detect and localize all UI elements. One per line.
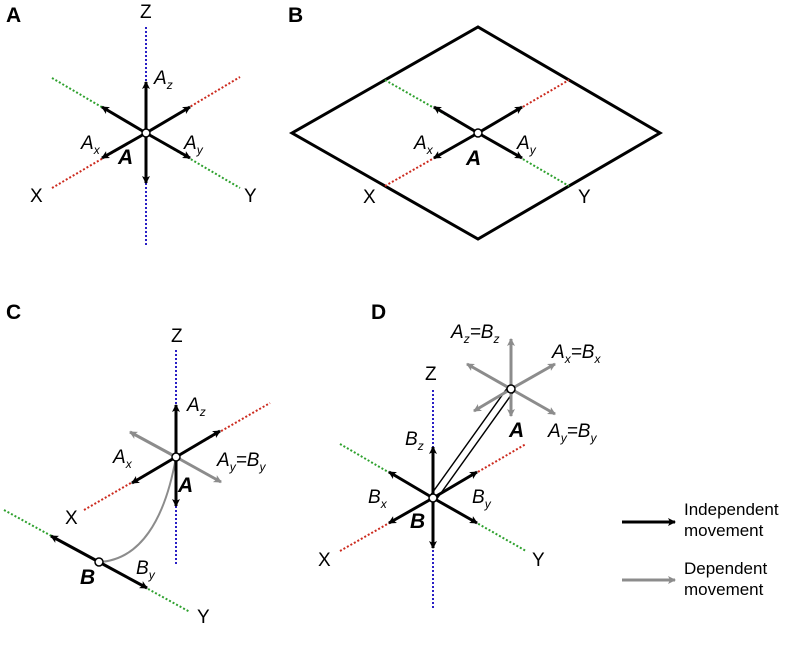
panel-d-point-a-label: A bbox=[508, 419, 524, 442]
panel-b-arrow-x-down bbox=[433, 131, 479, 160]
panel-c-point-a-label: A bbox=[177, 474, 193, 497]
panel-d-axis-y-label: Y bbox=[532, 550, 545, 571]
panel-c-link-curve bbox=[98, 456, 177, 563]
panel-a-axis-z-label: Z bbox=[140, 2, 152, 23]
panel-c-arrow-ay-up bbox=[129, 430, 177, 459]
panel-label-a: A bbox=[6, 4, 21, 27]
panel-d-bx-label: Bx bbox=[368, 487, 388, 511]
panel-c-point-a bbox=[171, 452, 181, 462]
panel-c-by-label: By bbox=[136, 558, 156, 582]
panel-a-arrow-y-down bbox=[145, 131, 191, 160]
panel-d-bz-label: Bz bbox=[405, 429, 424, 453]
panel-d-arrow-ay-up bbox=[466, 362, 512, 391]
panel-d-link-rail-1 bbox=[429, 386, 509, 497]
panel-c-point-b-label: B bbox=[80, 566, 95, 589]
panel-c-arrow-ay-down bbox=[175, 455, 222, 484]
panel-a-axis-x-label: X bbox=[30, 186, 43, 207]
panel-b-arrow-x-up bbox=[477, 105, 523, 135]
panel-c-arrow-x-up bbox=[175, 429, 221, 459]
panel-d-az-eq-bz-label: Az=Bz bbox=[450, 322, 499, 346]
panel-b-ay-label: Ay bbox=[516, 133, 537, 157]
panel-b-plane bbox=[288, 25, 663, 241]
panel-d-ay-eq-by-label: Ay=By bbox=[547, 421, 597, 445]
panel-d-axis-z-label: Z bbox=[425, 364, 437, 385]
panel-d-arrow-bx-down bbox=[388, 496, 434, 525]
panel-c-ax-label: Ax bbox=[112, 447, 133, 471]
panel-c-ay-eq-by-label: Ay=By bbox=[216, 450, 266, 474]
panel-d-link-rail-2 bbox=[435, 390, 515, 501]
panel-d-by-label: By bbox=[472, 487, 492, 511]
panel-b-point-a-label: A bbox=[465, 147, 481, 170]
panel-b-ax-label: Ax bbox=[413, 133, 434, 157]
panel-c-arrow-by-down bbox=[98, 560, 148, 590]
panel-a-point-a-label: A bbox=[117, 146, 133, 169]
panel-d-arrow-by-up bbox=[388, 470, 434, 500]
panel-b-axis-x-label: X bbox=[363, 187, 376, 208]
panel-a-ay-label: Ay bbox=[183, 133, 204, 157]
panel-b-axis-y-label: Y bbox=[578, 187, 591, 208]
panel-c-arrow-by-up bbox=[50, 534, 100, 564]
panel-a-az-label: Az bbox=[153, 68, 173, 92]
panel-a-arrow-x-up bbox=[145, 105, 191, 135]
panel-d-point-a bbox=[506, 384, 516, 394]
panel-label-c: C bbox=[6, 301, 21, 324]
panel-d-point-b bbox=[428, 493, 438, 503]
panel-d-ax-eq-bx-label: Ax=Bx bbox=[551, 342, 601, 366]
panel-c-arrow-x-down bbox=[131, 455, 177, 485]
panel-d-arrow-ay-down bbox=[510, 387, 556, 416]
panel-b-point-a bbox=[473, 128, 483, 138]
panel-d-axis-x-label: X bbox=[318, 550, 331, 571]
panel-b-arrow-y-down bbox=[477, 131, 523, 160]
panel-d-arrow-ax-down bbox=[473, 387, 512, 413]
panel-a-ax-label: Ax bbox=[80, 133, 101, 157]
panel-label-b: B bbox=[288, 4, 303, 27]
panel-a-arrow-y-up bbox=[101, 105, 147, 135]
panel-c-axis-x-label: X bbox=[65, 508, 78, 529]
panel-a-point-a bbox=[141, 128, 151, 138]
panel-c-az-label: Az bbox=[186, 395, 206, 419]
panel-label-d: D bbox=[371, 301, 386, 324]
panel-d-arrow-by-down bbox=[432, 496, 478, 525]
panel-d-point-b-label: B bbox=[410, 510, 425, 533]
panel-c-point-b bbox=[94, 557, 104, 567]
panel-d-arrow-bx-up bbox=[432, 470, 478, 500]
panel-c-axis-z-label: Z bbox=[171, 326, 183, 347]
panel-d-arrow-ax-up bbox=[510, 362, 556, 391]
panel-a-axis-y-label: Y bbox=[244, 186, 257, 207]
panel-c-axis-y-label: Y bbox=[197, 607, 210, 628]
panel-a-arrow-x-down bbox=[101, 131, 147, 160]
panel-b-arrow-y-up bbox=[433, 105, 479, 135]
